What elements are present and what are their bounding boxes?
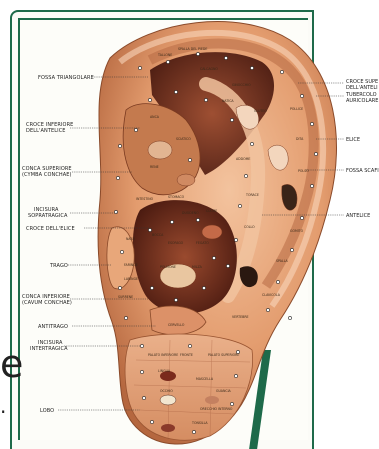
label-line: (CAVUM CONCHAE) [22,300,72,306]
tiny-label: ANCA [150,115,160,119]
tiny-label: SPALLA DEL PIEDE [178,47,207,51]
label-conca-superiore: CONCA SUPERIORE(CYMBA CONCHAE) [22,166,72,178]
tiny-label: MASCELLA [196,377,214,381]
label-line: (CYMBA CONCHAE) [22,172,72,178]
tiny-label: INTESTINO [136,197,154,201]
tiny-label: GLUTEO [254,109,267,113]
label-trago: TRAGO [49,263,68,269]
tiny-label: STOMACO [168,195,185,199]
tiny-label: ESOFAGO [168,241,184,245]
label-line: DELL'ANTELI [346,85,378,91]
tiny-label: POLMONE [160,265,176,269]
label-antelice: ANTELICE [346,213,370,219]
tiny-label: SURRENE [118,295,133,299]
label-elice: ELICE [346,137,360,143]
tiny-label: TALLONE [157,53,172,57]
tiny-label: CALCAGNO [200,67,218,71]
label-antitrago: ANTITRAGO [38,324,68,330]
tiny-label: LARINGE [124,277,138,281]
label-conca-inferiore: CONCA INFERIORE(CAVUM CONCHAE) [22,294,72,306]
tiny-label: TONSILLA [191,421,208,425]
label-line: DELL'ANTELICE [26,128,66,134]
tiny-label: CUORE [206,209,217,213]
tiny-label: DITA [296,137,304,141]
tiny-label: FARINGE [124,263,138,267]
tiny-label: COLLO [244,225,255,229]
tiny-label: MILZA [192,265,203,269]
tiny-label: GUANCIA [216,389,232,393]
label-fossa-triangolare: FOSSA TRIANGOLARE [38,75,94,81]
tiny-label: GOMITO [290,229,304,233]
lobo-shape [125,334,253,440]
tiny-label: CLAVICOLA [262,293,281,297]
tiny-label: PALATO INFERIORE [148,353,178,357]
label-fossa-scafoidea: FOSSA SCAFI [346,168,379,174]
tiny-label: POLSO [298,169,309,173]
tiny-label: NATICA [222,99,234,103]
tiny-label: DUODENO [182,211,199,215]
tiny-label: NASO [126,237,136,241]
tiny-label: VERTEBRE [232,315,249,319]
tiny-label: LINGUA [158,369,171,373]
label-line: INTERTRAGICA [30,346,68,352]
tiny-label: RENE [150,165,159,169]
tiny-label: FRONTE [180,353,193,357]
tiny-label: SPALLA [276,259,289,263]
label-line: AURICOLARE [346,98,378,104]
label-lobo: LOBO [40,408,54,414]
tiny-label: BOCCA [152,233,164,237]
tiny-label: GINOCCHIO [232,83,251,87]
label-line: SOPRATRAGICA [28,213,68,219]
tiny-label: CERVELLO [168,323,185,327]
tiny-label: POLLICE [290,107,303,111]
tiny-label: ORECCHIO INTERNO [200,407,233,411]
tiny-label: FEGATO [196,241,209,245]
tiny-label: PALATO SUPERIORE [208,353,239,357]
tiny-label: TORACE [245,193,259,197]
label-croce-elice: CROCE DELL'ELICE [26,226,75,232]
tiny-label: SCIATICO [176,137,191,141]
cavum-conchae-shape [133,200,237,314]
tiny-label: ADDOME [236,157,250,161]
tiny-label: OCCHIO [160,389,173,393]
